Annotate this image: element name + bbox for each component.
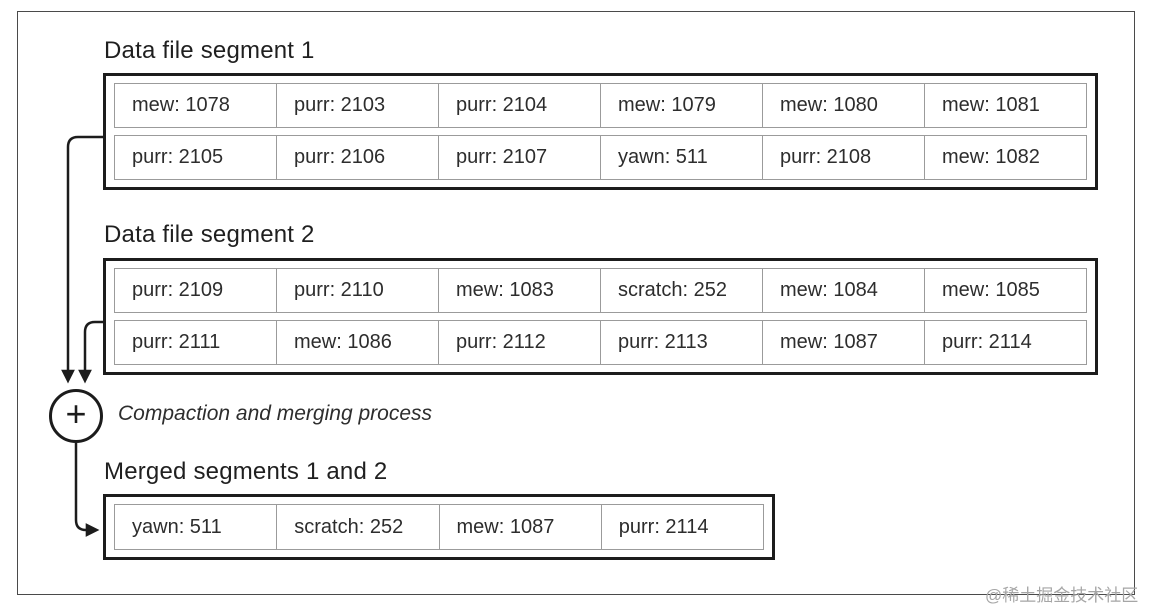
- record-cell: purr: 2104: [438, 84, 600, 127]
- merged-title: Merged segments 1 and 2: [104, 458, 388, 485]
- record-cell: mew: 1082: [924, 136, 1086, 179]
- record-cell: scratch: 252: [600, 269, 762, 312]
- record-cell: purr: 2110: [276, 269, 438, 312]
- merged-box: yawn: 511 scratch: 252 mew: 1087 purr: 2…: [103, 494, 775, 560]
- record-cell: purr: 2111: [132, 331, 221, 353]
- record-cell: purr: 2113: [600, 321, 762, 364]
- segment1-row1: mew: 1078 purr: 2103 purr: 2104 mew: 107…: [114, 83, 1087, 128]
- record-cell: purr: 2105: [132, 146, 224, 168]
- segment2-title: Data file segment 2: [104, 221, 315, 248]
- record-cell: mew: 1079: [600, 84, 762, 127]
- record-cell: purr: 2107: [438, 136, 600, 179]
- record-cell: mew: 1086: [276, 321, 438, 364]
- plus-icon: +: [65, 393, 87, 434]
- record-cell: scratch: 252: [276, 505, 438, 549]
- record-cell: yawn: 511: [132, 515, 222, 538]
- segment1-row2: purr: 2105 purr: 2106 purr: 2107 yawn: 5…: [114, 135, 1087, 180]
- segment1-box: mew: 1078 purr: 2103 purr: 2104 mew: 107…: [103, 73, 1098, 190]
- record-cell: mew: 1083: [438, 269, 600, 312]
- record-cell: purr: 2108: [762, 136, 924, 179]
- watermark: @稀土掘金技术社区: [985, 586, 1139, 605]
- record-cell: mew: 1087: [438, 505, 601, 549]
- record-cell: mew: 1078: [132, 94, 230, 116]
- record-cell: purr: 2114: [600, 505, 763, 549]
- segment2-row1: purr: 2109 purr: 2110 mew: 1083 scratch:…: [114, 268, 1087, 313]
- segment2-row2: purr: 2111 mew: 1086 purr: 2112 purr: 21…: [114, 320, 1087, 365]
- segment1-title: Data file segment 1: [104, 37, 315, 64]
- segment2-box: purr: 2109 purr: 2110 mew: 1083 scratch:…: [103, 258, 1098, 375]
- outer-frame: [17, 11, 1135, 595]
- record-cell: mew: 1084: [762, 269, 924, 312]
- record-cell: mew: 1087: [762, 321, 924, 364]
- merged-row: yawn: 511 scratch: 252 mew: 1087 purr: 2…: [114, 504, 764, 550]
- record-cell: yawn: 511: [600, 136, 762, 179]
- record-cell: mew: 1085: [924, 269, 1086, 312]
- record-cell: purr: 2112: [438, 321, 600, 364]
- merge-node: +: [49, 389, 103, 443]
- record-cell: purr: 2114: [924, 321, 1086, 364]
- record-cell: mew: 1081: [924, 84, 1086, 127]
- record-cell: purr: 2103: [276, 84, 438, 127]
- process-caption: Compaction and merging process: [118, 402, 432, 425]
- record-cell: purr: 2106: [276, 136, 438, 179]
- record-cell: mew: 1080: [762, 84, 924, 127]
- record-cell: purr: 2109: [132, 279, 224, 301]
